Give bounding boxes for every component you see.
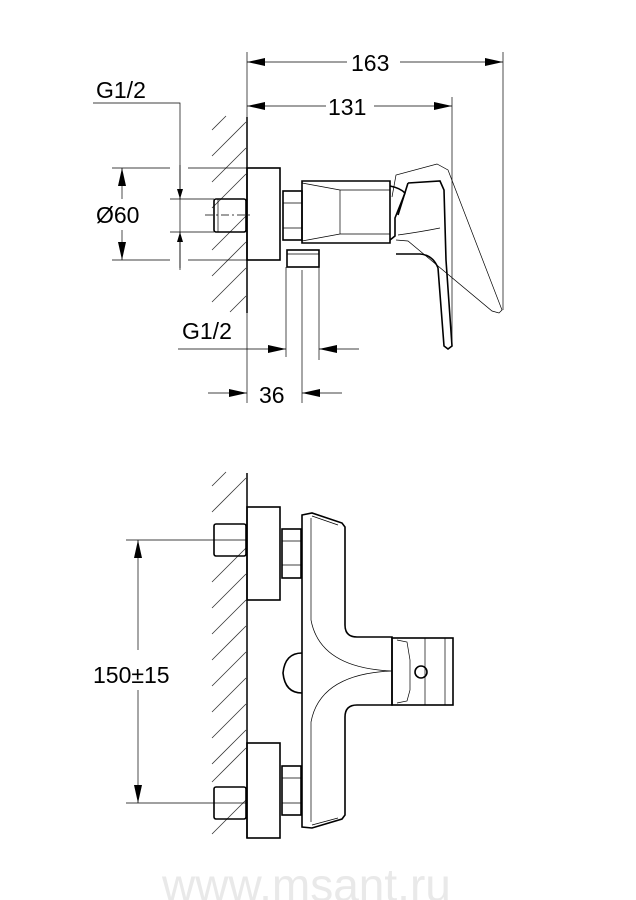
dimension-150: 150±15 — [93, 539, 246, 804]
dim-150-label: 150±15 — [93, 662, 170, 688]
upper-escutcheon — [246, 506, 281, 601]
diameter-label: Ø60 — [96, 202, 139, 228]
dimension-inlet-thread: G1/2 — [93, 77, 214, 270]
mixer-body — [282, 512, 393, 829]
dim-131-label: 131 — [328, 94, 366, 120]
dim-36-label: 36 — [259, 382, 285, 408]
nut — [282, 190, 303, 241]
lower-escutcheon — [246, 742, 281, 839]
dimension-163: 163 — [246, 50, 504, 310]
dimension-131: 131 — [247, 94, 453, 345]
lower-nut — [281, 765, 302, 816]
dimension-outlet-thread: G1/2 — [178, 267, 359, 360]
cartridge-handle — [391, 637, 454, 706]
valve-body — [286, 180, 391, 268]
thread-inlet-label: G1/2 — [96, 77, 146, 103]
dimension-diameter-60: Ø60 — [96, 167, 247, 261]
dimension-36: 36 — [208, 270, 342, 408]
wall-hatch-top — [211, 115, 248, 313]
watermark: www.msant.ru — [161, 859, 451, 900]
front-view: 150±15 — [93, 471, 454, 839]
side-view: 163 131 G1/2 Ø60 G — [93, 50, 504, 408]
dim-163-label: 163 — [351, 50, 389, 76]
lever-handle — [389, 163, 503, 350]
pipe-stub — [213, 198, 247, 233]
escutcheon — [246, 167, 281, 261]
thread-outlet-label: G1/2 — [182, 318, 232, 344]
wall-hatch-bottom — [211, 471, 248, 838]
upper-nut — [281, 528, 302, 579]
